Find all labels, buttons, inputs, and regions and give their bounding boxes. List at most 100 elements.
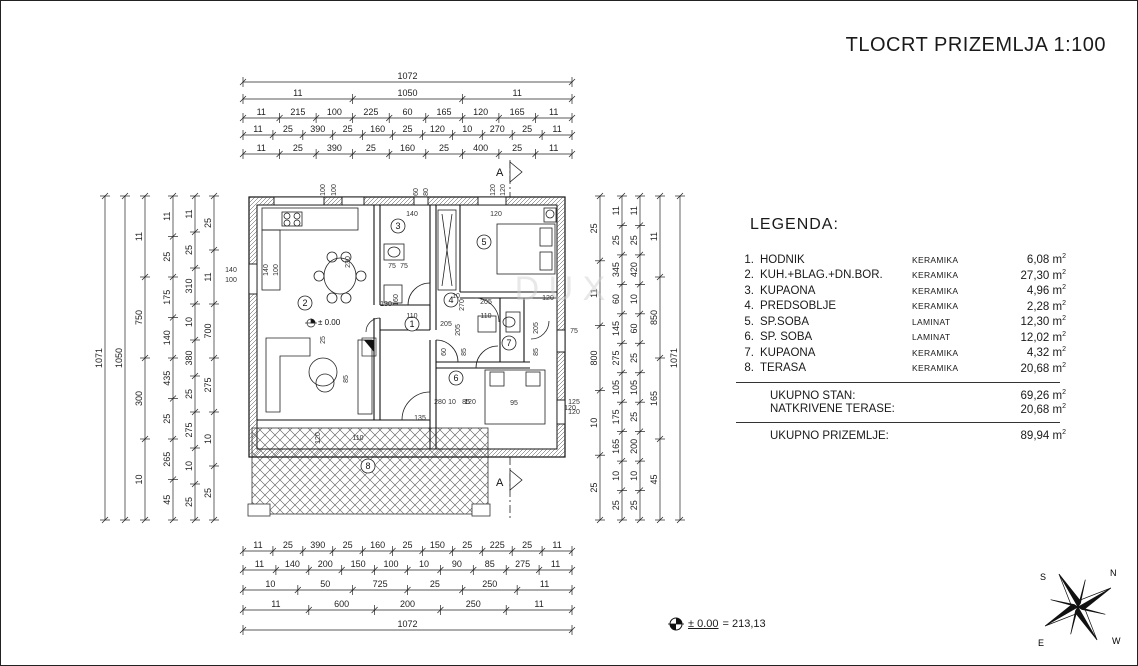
section-mark-a: A <box>496 477 504 489</box>
legend-room-area: 27,30 m2 <box>1020 268 1066 282</box>
floor-level-label: ± 0.00 <box>318 318 341 327</box>
dim-top-label: 25 <box>283 124 293 134</box>
dimension-ticks-bottom <box>239 546 576 635</box>
inner-dimension-label: 120 <box>490 211 502 218</box>
legend-room-material: KERAMIKA <box>912 363 959 374</box>
dim-top-label: 25 <box>522 124 532 134</box>
dim-top-label: 25 <box>512 143 522 153</box>
inner-dimension-label: 10 <box>452 293 460 300</box>
dim-bottom-label: 250 <box>466 599 481 609</box>
legend-total-row: UKUPNO STAN:69,26 m2 <box>740 389 1066 403</box>
dim-bottom-label: 100 <box>384 559 399 569</box>
dimension-ticks-right <box>595 192 685 524</box>
dim-bottom-label: 25 <box>283 540 293 550</box>
compass-letter-s: S <box>1040 572 1046 582</box>
inner-dimension-label: 120 <box>500 184 507 196</box>
dim-left-label: 175 <box>162 290 172 305</box>
inner-dimension-label: 95 <box>510 400 518 407</box>
dim-bottom-label: 11 <box>255 559 264 569</box>
dim-bottom-label: 11 <box>540 579 549 589</box>
inner-dimension-label: 130 <box>380 301 392 308</box>
dim-right-label: 10 <box>629 471 639 481</box>
legend-room-area: 4,32 m2 <box>1026 346 1066 360</box>
dim-left-label: 11 <box>134 232 144 241</box>
room-number: 6 <box>453 373 458 383</box>
inner-dimension-label: 205 <box>440 321 452 328</box>
dim-top-label: 60 <box>402 107 412 117</box>
inner-dimension-label: 85 <box>462 399 470 406</box>
room-number: 8 <box>365 461 370 471</box>
legend-room-name: KUPAONA <box>760 284 816 297</box>
dimension-labels-right: 2511800102511253456014527510517516510251… <box>589 206 679 510</box>
compass-letter-w: W <box>1112 636 1121 646</box>
level-value: = 213,13 <box>722 618 766 630</box>
dim-left-label: 25 <box>162 252 172 262</box>
inner-dimension-label: 205 <box>533 322 540 334</box>
dim-bottom-label: 725 <box>373 579 388 589</box>
dim-left-label: 310 <box>184 278 194 293</box>
compass-letter-e: E <box>1038 638 1044 648</box>
dim-top-label: 225 <box>363 107 378 117</box>
dim-top-label: 165 <box>510 107 525 117</box>
dim-top-label: 11 <box>549 143 558 153</box>
legend-total-value: 20,68 m2 <box>1020 402 1066 416</box>
dim-bottom-label: 25 <box>402 540 412 550</box>
compass-letter-n: N <box>1110 568 1117 578</box>
dim-top-label: 100 <box>327 107 342 117</box>
dim-bottom-label: 90 <box>452 559 462 569</box>
dim-bottom-label: 25 <box>522 540 532 550</box>
dim-right-label: 345 <box>611 262 621 277</box>
stair-block <box>361 337 377 357</box>
dim-top-label: 390 <box>310 124 325 134</box>
legend-room-material: KERAMIKA <box>912 301 959 312</box>
dimension-lines-right <box>599 196 681 520</box>
dim-bottom-label: 11 <box>552 540 561 550</box>
dim-bottom-label: 600 <box>334 599 349 609</box>
inner-dimension-label: 125 <box>568 399 580 406</box>
dim-bottom-label: 275 <box>515 559 530 569</box>
legend-divider-2 <box>736 422 1060 423</box>
dim-bottom-label: 11 <box>551 559 560 569</box>
legend-heading: LEGENDA: <box>750 216 839 233</box>
dim-right-label: 11 <box>611 206 621 215</box>
legend-row-number: 2. <box>744 269 754 282</box>
drawing-title: TLOCRT PRIZEMLJA 1:100 <box>845 34 1106 56</box>
dim-right-label: 45 <box>649 474 659 484</box>
inner-dimension-label: 25 <box>320 336 327 344</box>
dim-top-label: 25 <box>366 143 376 153</box>
dim-left-label: 25 <box>184 389 194 399</box>
room-marker-circle <box>443 292 459 308</box>
grand-total-value: 89,94 m2 <box>1020 429 1066 443</box>
dim-right-label: 11 <box>649 232 659 241</box>
dim-bottom-label: 150 <box>430 540 445 550</box>
room-marker-circle <box>360 458 376 474</box>
dim-right-label: 850 <box>649 310 659 325</box>
dim-right-label: 800 <box>589 350 599 365</box>
dim-bottom-label: 10 <box>419 559 429 569</box>
dim-bottom-label: 25 <box>462 540 472 550</box>
legend-room-material: LAMINAT <box>912 316 951 327</box>
dim-left-label: 25 <box>162 414 172 424</box>
doors <box>365 282 550 421</box>
dim-left-label: 700 <box>203 323 213 338</box>
dim-left-label: 11 <box>203 272 213 281</box>
dim-right-label: 25 <box>629 412 639 422</box>
dim-left-label: 25 <box>203 218 213 228</box>
dim-left-label: 275 <box>203 377 213 392</box>
dim-right-label: 420 <box>629 262 639 277</box>
dim-bottom-label: 25 <box>343 540 353 550</box>
dim-top-label: 11 <box>549 107 558 117</box>
dim-bottom-label: 160 <box>370 540 385 550</box>
legend-row-number: 3. <box>744 284 754 297</box>
legend-room-name: KUPAONA <box>760 346 816 359</box>
legend-room-area: 2,28 m2 <box>1026 299 1066 313</box>
windows <box>248 196 566 425</box>
dim-left-label: 11 <box>162 212 172 221</box>
dim-left-label: 10 <box>184 461 194 471</box>
dim-bottom-label: 11 <box>534 599 543 609</box>
